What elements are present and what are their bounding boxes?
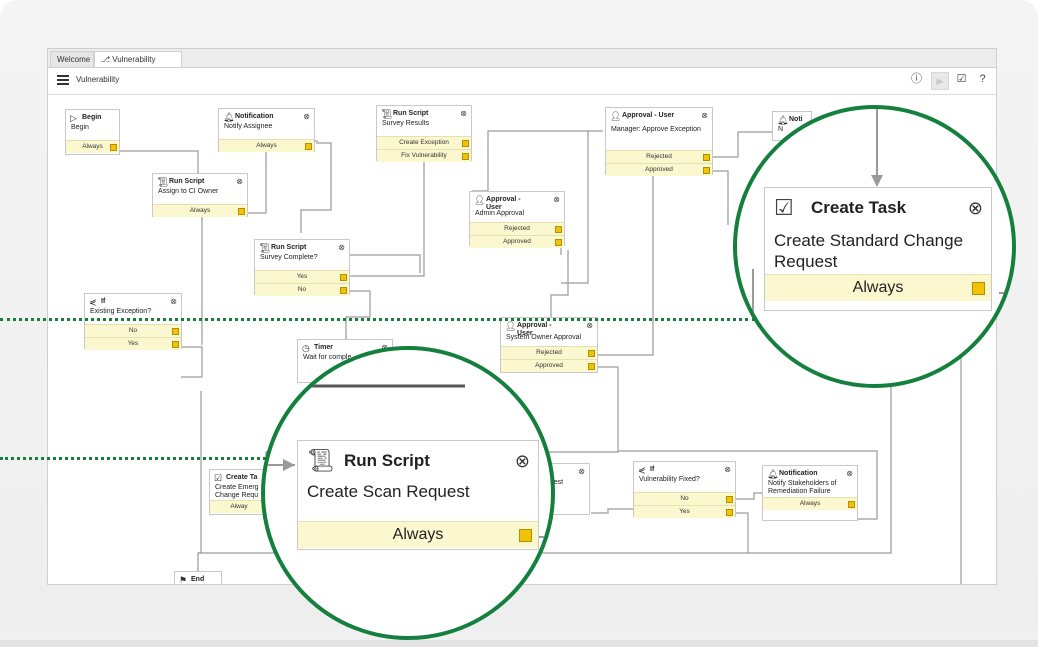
close-icon[interactable]: ⊗ — [236, 177, 243, 186]
port-always[interactable]: Always — [763, 497, 857, 510]
node-survey-results[interactable]: 📜︎Run Script⊗ Survey Results Create Exce… — [376, 105, 472, 162]
flag-icon: ⚑ — [179, 575, 188, 585]
close-icon[interactable]: ⊗ — [967, 198, 983, 218]
close-icon[interactable]: ⊗ — [460, 109, 467, 118]
port-rejected[interactable]: Rejected — [501, 346, 597, 359]
close-icon[interactable]: ⊗ — [846, 469, 853, 478]
user-icon: 👤︎ — [610, 111, 622, 121]
port-approved[interactable]: Approved — [470, 235, 564, 248]
checkbox-icon[interactable]: ☑ — [956, 73, 967, 85]
port-always[interactable]: Always — [219, 139, 314, 152]
bell-icon: 🔔︎ — [767, 469, 779, 479]
port-no[interactable]: No — [255, 283, 349, 296]
port-no[interactable]: No — [634, 492, 735, 505]
port-always[interactable]: Always — [298, 521, 538, 548]
zoom-connector-lines — [265, 384, 551, 538]
close-icon[interactable]: ⊗ — [170, 297, 177, 306]
branch-icon: ⋞ — [89, 297, 97, 307]
port-yes[interactable]: Yes — [255, 270, 349, 283]
node-begin[interactable]: ▷Begin Begin Always — [65, 109, 120, 155]
bell-icon: 🔔︎ — [777, 115, 789, 125]
zoom-connector-lines — [752, 109, 1012, 369]
close-icon[interactable]: ⊗ — [553, 195, 560, 204]
close-icon[interactable]: ⊗ — [578, 467, 585, 476]
port-yes[interactable]: Yes — [85, 337, 181, 350]
task-icon: ☑ — [214, 473, 223, 483]
port-always[interactable]: Alway — [210, 500, 268, 513]
toolbar: Vulnerability ⓘ ▶ ☑ ? — [48, 68, 996, 95]
close-icon[interactable]: ⊗ — [724, 465, 731, 474]
run-button[interactable]: ▶ — [931, 72, 949, 90]
close-icon[interactable]: ⊗ — [338, 243, 345, 252]
port-always[interactable]: Always — [153, 204, 247, 217]
help-icon[interactable]: ? — [979, 73, 986, 85]
port-no[interactable]: No — [85, 324, 181, 337]
timer-icon: ◷ — [302, 343, 310, 353]
node-survey-complete[interactable]: 📜︎Run Script⊗ Survey Complete? Yes No — [254, 239, 350, 296]
node-approval-manager[interactable]: 👤︎Approval - User⊗ Manager: Approve Exce… — [605, 107, 713, 176]
node-create-scan-request[interactable]: 📜︎Run Script⊗ Create Scan Request Always — [297, 440, 539, 550]
zoom-lens-create-task: ☑Create Task⊗ Create Standard Change Req… — [733, 105, 1016, 388]
node-notification-stakeholders[interactable]: 🔔︎Notification⊗ Notify Stakeholders of R… — [762, 465, 858, 521]
port-rejected[interactable]: Rejected — [470, 222, 564, 235]
tab-vulnerability[interactable]: ⎇Vulnerability — [94, 51, 182, 67]
port-always[interactable]: Always — [765, 274, 991, 301]
close-icon[interactable]: ⊗ — [586, 321, 593, 330]
play-icon: ▷ — [70, 113, 77, 123]
node-end[interactable]: ⚑End — [174, 571, 222, 585]
node-assign-ci-owner[interactable]: 📜︎Run Script⊗ Assign to CI Owner Always — [152, 173, 248, 217]
script-icon: 📜︎ — [381, 109, 393, 119]
close-icon[interactable]: ⊗ — [303, 112, 310, 121]
port-rejected[interactable]: Rejected — [606, 150, 712, 163]
tab-bar: Welcome ⎇Vulnerability — [48, 49, 996, 68]
script-icon: 📜︎ — [259, 243, 271, 253]
port-approved[interactable]: Approved — [606, 163, 712, 176]
page-title: Vulnerability — [76, 75, 120, 84]
bell-icon: 🔔︎ — [223, 112, 235, 122]
node-notification-assignee[interactable]: 🔔︎Notification⊗ Notify Assignee Always — [218, 108, 315, 152]
branch-icon: ⋞ — [638, 465, 646, 475]
node-if-existing-exception[interactable]: ⋞If⊗ Existing Exception? No Yes — [84, 293, 182, 350]
zoom-guide-line — [0, 457, 290, 460]
node-if-vulnerability-fixed[interactable]: ⋞If⊗ Vulnerability Fixed? No Yes — [633, 461, 736, 518]
info-icon[interactable]: ⓘ — [911, 73, 922, 85]
device-base — [0, 626, 1038, 647]
port-always[interactable]: Always — [66, 140, 119, 153]
node-create-emergency-change[interactable]: ☑Create Ta Create Emerg Change Requ Alwa… — [209, 469, 269, 515]
node-approval-admin[interactable]: 👤︎Approval - User⊗ Admin Approval Reject… — [469, 191, 565, 248]
script-icon: 📜︎ — [307, 448, 335, 473]
port-create-exception[interactable]: Create Exception — [377, 136, 471, 149]
tab-welcome[interactable]: Welcome — [50, 51, 94, 67]
port-fix-vulnerability[interactable]: Fix Vulnerability — [377, 149, 471, 162]
user-icon: 👤︎ — [474, 195, 486, 205]
task-icon: ☑ — [774, 195, 794, 220]
node-create-task[interactable]: ☑Create Task⊗ Create Standard Change Req… — [764, 187, 992, 311]
workflow-icon: ⎇ — [101, 55, 111, 64]
script-icon: 📜︎ — [157, 177, 169, 187]
port-approved[interactable]: Approved — [501, 359, 597, 372]
node-approval-system-owner[interactable]: 👤︎Approval - User⊗ System Owner Approval… — [500, 317, 598, 373]
close-icon[interactable]: ⊗ — [701, 111, 708, 120]
port-yes[interactable]: Yes — [634, 505, 735, 518]
user-icon: 👤︎ — [505, 321, 517, 331]
zoom-guide-line — [0, 318, 755, 321]
close-icon[interactable]: ⊗ — [514, 451, 530, 471]
menu-icon[interactable] — [57, 75, 69, 85]
zoom-lens-run-script: 📜︎Run Script⊗ Create Scan Request Always — [261, 346, 555, 640]
